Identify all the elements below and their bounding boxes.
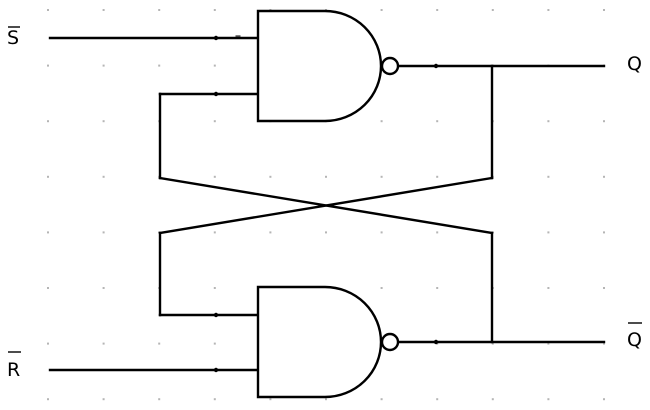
grid-dot [213, 64, 216, 67]
grid-dot [213, 9, 216, 11]
grid-dot [603, 398, 605, 401]
nand-gate-body [256, 285, 383, 399]
grid-dot [547, 120, 550, 123]
grid-dot [47, 287, 49, 289]
grid-dot [47, 231, 49, 234]
junction-dot [213, 367, 219, 373]
grid-dot [213, 287, 216, 289]
grid-dot [269, 398, 272, 401]
grid-dot [325, 231, 327, 234]
grid-dot [380, 398, 383, 401]
labels: S R Q Q [7, 26, 642, 381]
grid-dot [213, 120, 216, 123]
grid-dot [547, 175, 550, 178]
junction-dot [433, 63, 439, 69]
grid-dot [47, 342, 49, 345]
grid-dot [102, 231, 105, 234]
inverter-bubble-icon [380, 56, 400, 76]
grid-dot [436, 120, 439, 123]
grid-dot [436, 287, 439, 289]
grid-dot [436, 175, 439, 178]
grid-dot [158, 342, 161, 345]
grid-dot [603, 231, 605, 234]
grid-dot [547, 342, 550, 345]
grid-dot [380, 231, 383, 234]
grid-dot [269, 231, 272, 234]
grid-dot [603, 342, 605, 345]
grid-dot [47, 9, 49, 11]
wire-junction-dots [213, 35, 439, 373]
grid-dot [102, 287, 105, 289]
junction-dot [433, 339, 439, 345]
grid-dot [603, 175, 605, 178]
nand-gate-body [256, 9, 383, 123]
grid-dot [491, 342, 494, 345]
grid-dot [380, 120, 383, 123]
grid-dot [158, 398, 161, 401]
grid-dot [47, 175, 49, 178]
q-bar-output-label: Q [627, 329, 642, 351]
top-nand-gate [235, 9, 400, 123]
grid-dot [380, 287, 383, 289]
set-input-label: S [7, 27, 19, 49]
grid-dot [325, 398, 327, 401]
grid-dot [213, 398, 216, 401]
grid-dot [47, 398, 49, 401]
inverter-bubble-icon [380, 332, 400, 352]
grid-dot [213, 342, 216, 345]
grid-dot [547, 398, 550, 401]
grid-dot [603, 9, 605, 11]
reset-input-label: R [7, 359, 20, 381]
grid-dot [436, 231, 439, 234]
q-output-label: Q [627, 53, 642, 75]
grid-dot [491, 398, 494, 401]
grid-dot [102, 175, 105, 178]
grid-dot [47, 64, 49, 67]
grid-dot [603, 287, 605, 289]
cross-wire-right-to-left [158, 176, 494, 235]
grid-dot [102, 64, 105, 67]
bottom-nand-gate [256, 285, 400, 399]
grid-dot [547, 9, 550, 11]
grid-dot [436, 9, 439, 11]
grid-dot [325, 175, 327, 178]
grid-dot [547, 287, 550, 289]
grid-dot [269, 175, 272, 178]
grid-dot [603, 120, 605, 123]
grid-dot [213, 231, 216, 234]
grid-dot [380, 175, 383, 178]
junction-dot [213, 35, 219, 41]
grid-dot [102, 342, 105, 345]
grid-dot [491, 9, 494, 11]
grid-dot [436, 398, 439, 401]
grid-dot [213, 175, 216, 178]
grid-dot [102, 120, 105, 123]
grid-dot [102, 398, 105, 401]
grid-dot [547, 231, 550, 234]
grid-dot [380, 9, 383, 11]
junction-dot [213, 312, 219, 318]
grid-dot [158, 9, 161, 11]
junction-dot [213, 91, 219, 97]
grid-dot [47, 120, 49, 123]
grid-dot [102, 9, 105, 11]
grid-dot [158, 64, 161, 67]
